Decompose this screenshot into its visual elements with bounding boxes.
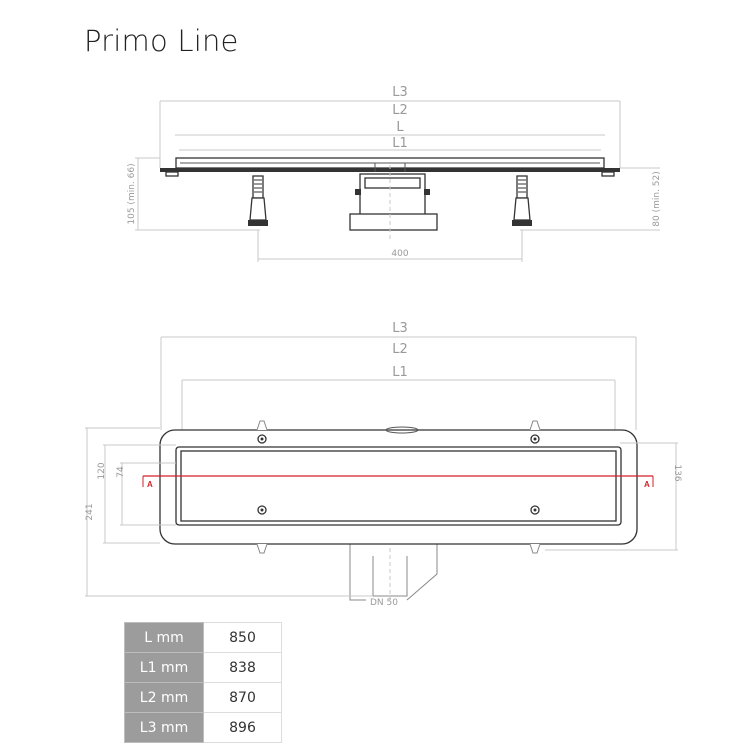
dim-label-outer-width: 120 [97,462,107,479]
spec-key: L mm [124,622,204,653]
outlet-label: DN 50 [370,598,398,608]
leveling-foot-right [512,175,532,226]
dim-label-l: L [396,120,404,135]
dim-label-inner-width: 74 [116,466,126,478]
leveling-foot-left [248,175,268,226]
dim-label-l2: L2 [392,103,408,118]
dim-label-l1: L1 [392,136,408,151]
spec-key: L3 mm [124,712,204,743]
side-view: L3 L2 L L1 [127,85,662,262]
spec-key: L1 mm [124,652,204,683]
section-marker-left: A [147,480,153,489]
dim-label-foot-spacing: 400 [391,249,408,259]
outlet-body [349,165,438,240]
spec-value: 896 [203,712,282,743]
dim-label-l3: L3 [392,85,408,100]
dim-label-total-height: 241 [85,503,95,520]
spec-key: L2 mm [124,682,204,713]
outlet-pipe [349,544,438,601]
section-marker-right: A [644,480,650,489]
mounting-screws [256,420,541,554]
top-view: L3 L2 L1 A A 241 120 [85,321,682,608]
spec-value: 838 [203,652,282,683]
spec-value: 870 [203,682,282,713]
channel-profile [160,157,620,177]
dim-label-l2: L2 [392,342,408,357]
dim-label-left-height: 105 (min. 66) [127,163,137,224]
dim-label-l3: L3 [392,321,408,336]
dim-label-right-width: 136 [672,464,682,481]
page-title: Primo Line [84,24,239,58]
spec-value: 850 [203,622,282,653]
dim-label-right-height: 80 (min. 52) [652,171,662,226]
section-line: A A [142,475,654,489]
dim-label-l1: L1 [392,365,408,380]
